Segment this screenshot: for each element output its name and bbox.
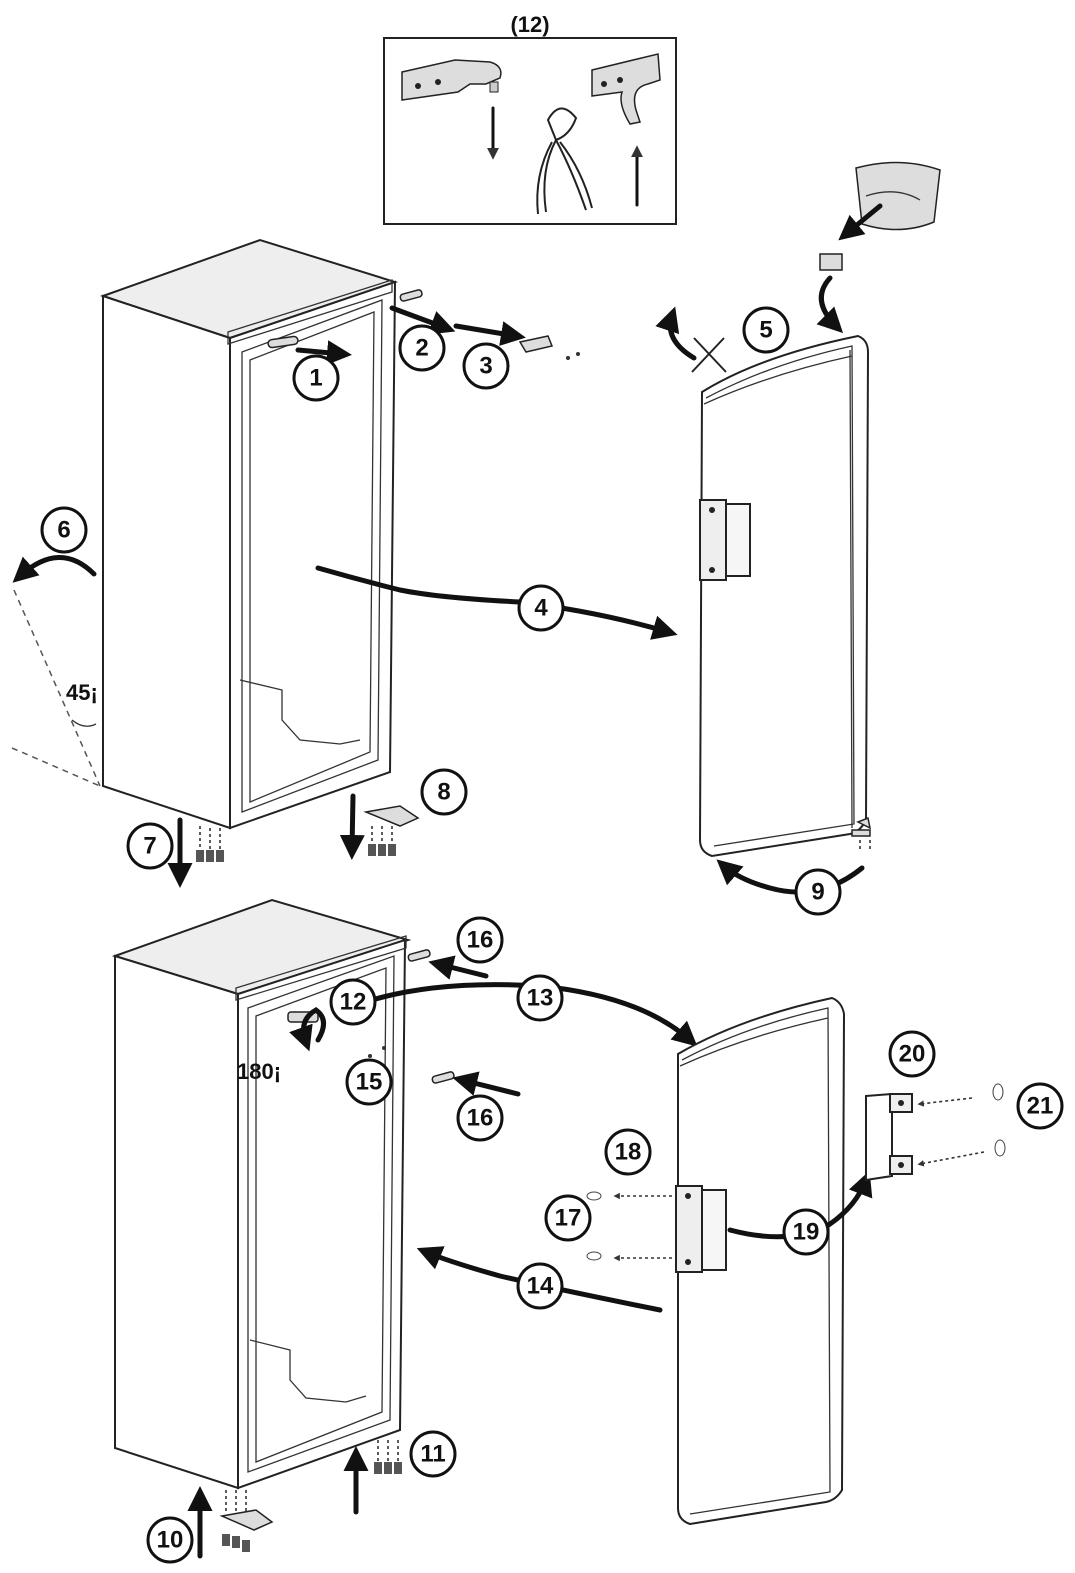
- svg-text:3: 3: [479, 353, 492, 380]
- svg-text:12: 12: [340, 989, 367, 1016]
- arrow-step-3-icon: [453, 321, 526, 346]
- arrow-step-8-icon: [339, 793, 365, 860]
- arrow-step-16-top-icon: [428, 955, 489, 980]
- step-marker: 14: [516, 1262, 564, 1310]
- door-handle-detached: [865, 1092, 913, 1182]
- arrow-rotate-icon: [289, 1007, 326, 1052]
- tilt-angle-label: 45¡: [66, 680, 98, 705]
- svg-text:15: 15: [356, 1069, 383, 1096]
- step-marker: 16: [456, 1094, 504, 1142]
- step-marker: 2: [398, 324, 446, 372]
- bottom-hinge-screws-top: [196, 805, 420, 862]
- ice-bag-icon: [855, 161, 941, 231]
- handle-screws-left: [586, 1191, 672, 1262]
- svg-text:13: 13: [527, 985, 554, 1012]
- svg-text:9: 9: [811, 879, 824, 906]
- arrow-step-16-bottom-icon: [452, 1071, 521, 1097]
- svg-text:18: 18: [615, 1139, 642, 1166]
- step-marker: 9: [794, 868, 842, 916]
- svg-text:1: 1: [309, 365, 322, 392]
- step-marker: 17: [544, 1194, 592, 1242]
- svg-text:8: 8: [437, 779, 450, 806]
- fridge-door-bottom: [675, 996, 846, 1526]
- arrow-step-6-icon: [12, 555, 97, 583]
- svg-text:4: 4: [534, 595, 548, 622]
- step-marker: 13: [516, 974, 564, 1022]
- step-marker: 5: [742, 306, 790, 354]
- door-handle-top: [699, 499, 751, 581]
- svg-text:10: 10: [157, 1527, 184, 1554]
- pliers-icon: [536, 107, 593, 215]
- door-handle-bottom: [675, 1185, 727, 1273]
- step-marker: 6: [40, 506, 88, 554]
- arrow-cover-icon: [816, 275, 844, 334]
- arrow-bag-icon: [838, 203, 883, 241]
- svg-text:5: 5: [759, 317, 772, 344]
- tilt-guide-line-2: [11, 747, 101, 787]
- svg-text:16: 16: [467, 927, 494, 954]
- svg-text:20: 20: [899, 1041, 926, 1068]
- step-marker: 12: [329, 978, 377, 1026]
- step-marker: 11: [409, 1430, 457, 1478]
- handle-screws-right: [917, 1083, 1006, 1167]
- hinge-bracket-left-icon: [401, 59, 502, 101]
- arrow-step-14-icon: [416, 1246, 663, 1313]
- svg-text:7: 7: [143, 833, 156, 860]
- step-marker: 19: [782, 1208, 830, 1256]
- hinge-bracket-right-icon: [591, 53, 661, 125]
- fridge-cabinet-bottom: [111, 898, 412, 1490]
- svg-text:16: 16: [467, 1105, 494, 1132]
- svg-text:19: 19: [793, 1219, 820, 1246]
- svg-text:6: 6: [57, 517, 70, 544]
- step-marker: 10: [146, 1516, 194, 1564]
- step-marker: 15: [345, 1058, 393, 1106]
- svg-text:17: 17: [555, 1205, 582, 1232]
- fridge-door-top: [698, 334, 870, 858]
- arrow-step-4-icon: [315, 565, 678, 640]
- top-hinge-parts: [267, 289, 580, 360]
- inset-label: (12): [510, 12, 549, 37]
- svg-text:11: 11: [420, 1441, 445, 1468]
- step-marker: 3: [462, 342, 510, 390]
- cross-mark-icon: [691, 337, 727, 373]
- rotate-angle-label: 180¡: [237, 1059, 281, 1084]
- arrow-step-9-icon: [716, 859, 865, 895]
- svg-text:14: 14: [527, 1273, 554, 1300]
- step-marker: 8: [420, 768, 468, 816]
- step-marker: 18: [604, 1128, 652, 1176]
- step-marker: 16: [456, 916, 504, 964]
- arrow-step-2-icon: [389, 305, 456, 335]
- arrow-step-5-remove-icon: [655, 306, 697, 361]
- step-marker: 4: [517, 584, 565, 632]
- step-marker: 21: [1016, 1082, 1064, 1130]
- step-markers: 1 2 3 4 5 6 7 8 9 10 11 12 13 14 15 16 1…: [40, 306, 1064, 1564]
- cabinet-shelf: [239, 679, 361, 745]
- bottom-hinge-screws-bottom: [219, 1440, 402, 1552]
- step-marker: 1: [292, 354, 340, 402]
- step-marker: 20: [888, 1030, 936, 1078]
- fridge-cabinet-top: [99, 238, 399, 830]
- step-marker: 7: [126, 822, 174, 870]
- tilt-angle-arc: [71, 719, 97, 727]
- svg-text:2: 2: [415, 335, 428, 362]
- svg-text:21: 21: [1027, 1093, 1054, 1120]
- tilt-guide-line: [13, 589, 101, 787]
- cover-plate-icon: [819, 253, 843, 271]
- cabinet-shelf-bottom: [249, 1339, 367, 1403]
- inset-hinge-pin-swap: (12): [383, 12, 677, 225]
- arrow-step-1-icon: [295, 340, 352, 366]
- bottom-door-parts-top: [851, 816, 872, 852]
